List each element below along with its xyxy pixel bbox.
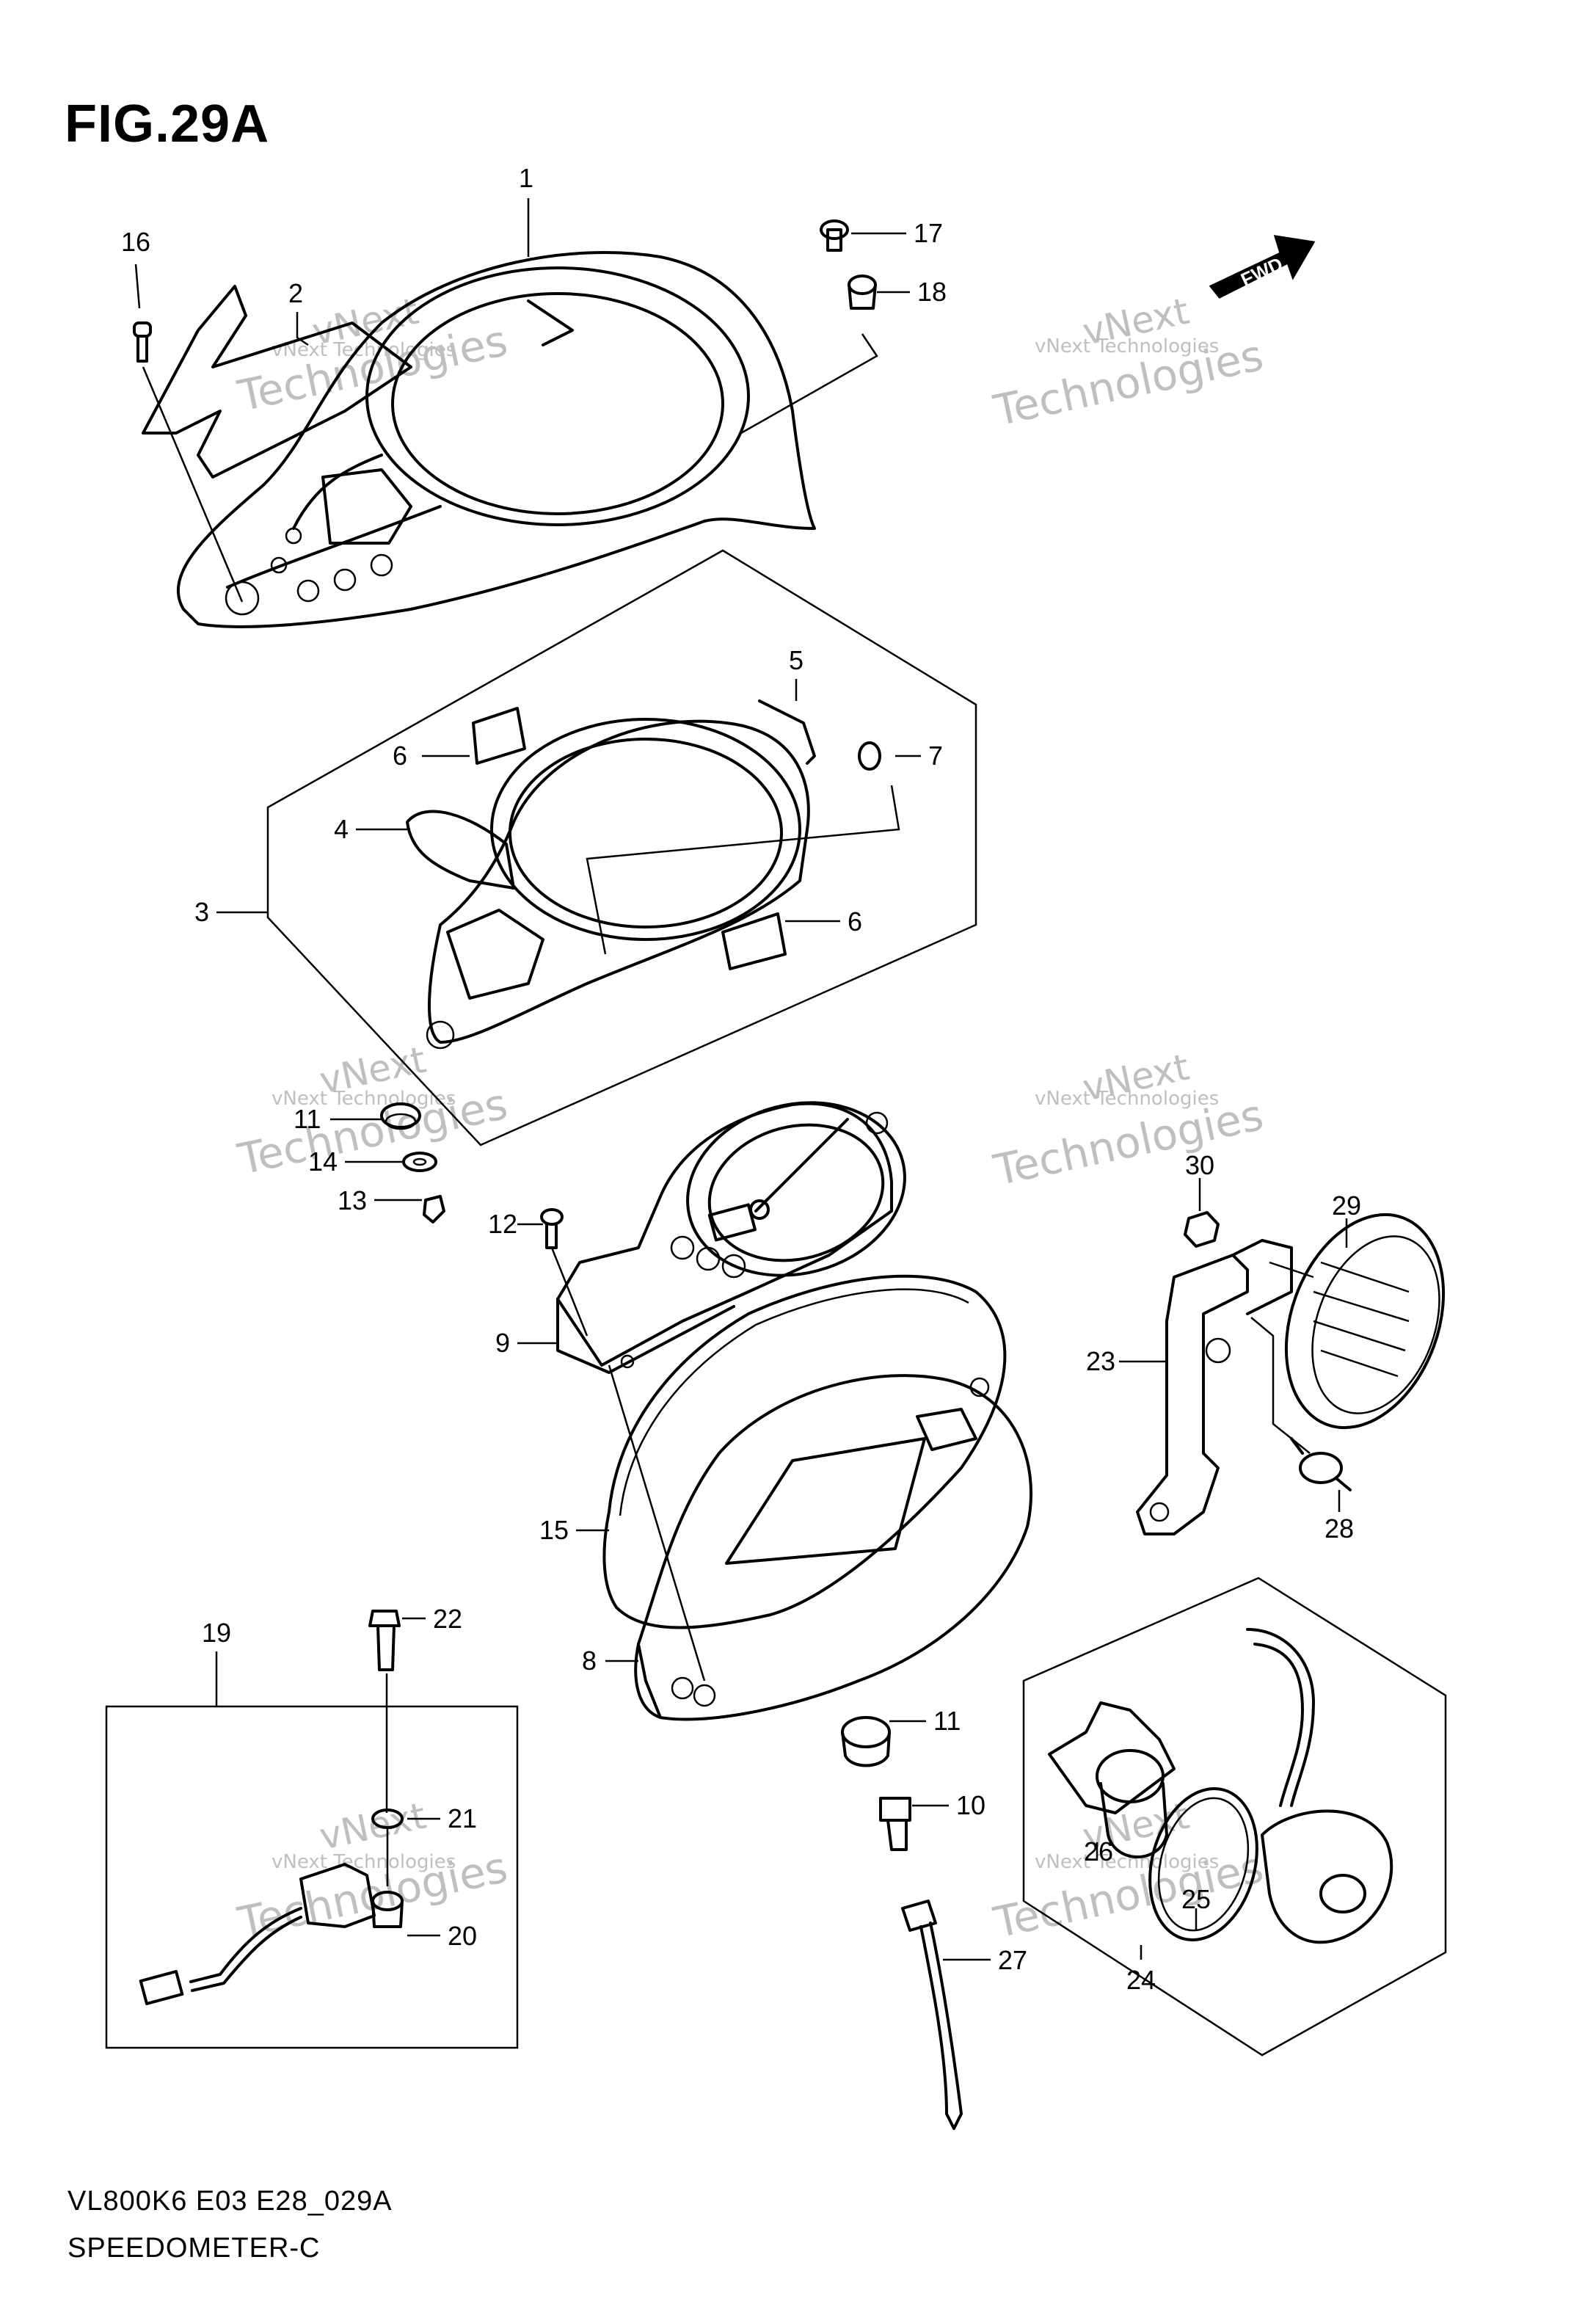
fwd-arrow-icon: FWD [1209,235,1316,299]
callout-27: 27 [998,1945,1027,1975]
callout-16: 16 [121,227,150,257]
callout-5: 5 [789,645,804,675]
screw-16-part [133,321,244,603]
callout-19: 19 [202,1618,231,1648]
callout-6: 6 [393,741,407,771]
lower-case-8-part [608,1364,1033,1721]
bolt-22-part [368,1610,401,1813]
watermark-group: Technologies vNext vNext Technologies Te… [233,290,1268,1948]
washer-14-part [402,1152,437,1172]
callout-13: 13 [338,1185,367,1215]
callout-28: 28 [1324,1513,1354,1544]
callout-22: 22 [433,1604,462,1634]
diagram-name: SPEEDOMETER-C [68,2233,321,2264]
screw-12-part [540,1208,589,1337]
watermark-large: vNext [316,1795,429,1858]
collar-18-part [740,275,878,435]
nut-13-part [423,1195,445,1224]
callout-25: 25 [1181,1884,1211,1914]
figure-title: FIG.29A [65,95,270,153]
gasket-15-part [602,1274,1007,1629]
reflector-bracket-23-part [1136,1239,1314,1535]
callout-23: 23 [1086,1346,1115,1376]
callout-2: 2 [288,278,303,308]
callout-21: 21 [448,1803,477,1833]
callout-15: 15 [539,1515,569,1545]
callout-30: 30 [1185,1150,1214,1180]
callout-4: 4 [334,814,349,844]
diagram-code: VL800K6 E03 E28_029A [68,2186,393,2217]
callout-leaders [134,198,1348,1961]
nut-30-part [1184,1211,1220,1248]
callout-17: 17 [914,218,943,248]
svg-text:FWD: FWD [1237,252,1286,291]
callout-9: 9 [495,1328,510,1358]
watermark-small: vNext Technologies [1035,1088,1219,1110]
grommet-11-part [380,1102,421,1130]
speed-sensor-19-box [105,1705,519,2049]
bolt-10-part [879,1797,911,1851]
callout-24: 24 [1126,1965,1156,1995]
watermark-small: vNext Technologies [272,1851,456,1873]
screw-17-part [820,219,849,252]
meter-cover-part [177,251,816,628]
callout-10: 10 [956,1790,985,1820]
callout-7: 7 [928,741,943,771]
cable-tie-27-part [901,1900,963,2130]
callout-3: 3 [194,897,209,927]
callout-labels: 1 2 3 4 5 6 6 7 8 9 10 11 11 12 13 14 15… [121,163,1361,1995]
clamp-28-part [1290,1437,1352,1491]
callout-12: 12 [488,1209,517,1239]
watermark-small: vNext Technologies [1035,335,1219,357]
callout-26: 26 [1084,1836,1113,1866]
callout-1: 1 [519,163,533,193]
meter-case-box [266,549,977,1146]
callout-18: 18 [917,277,947,307]
drive-gear-24-box [1022,1577,1447,2057]
reflector-29-part [1284,1213,1446,1430]
callout-11: 11 [294,1104,321,1134]
callout-11b: 11 [933,1706,961,1736]
callout-8: 8 [582,1646,597,1676]
grommet-11b-part [841,1716,891,1767]
callout-20: 20 [448,1921,477,1951]
callout-6b: 6 [848,906,862,937]
cover-bracket-part [142,285,412,479]
callout-29: 29 [1332,1190,1361,1221]
speedometer-face-part [556,1101,906,1374]
callout-14: 14 [308,1146,338,1177]
watermark-small: vNext Technologies [272,1088,456,1110]
